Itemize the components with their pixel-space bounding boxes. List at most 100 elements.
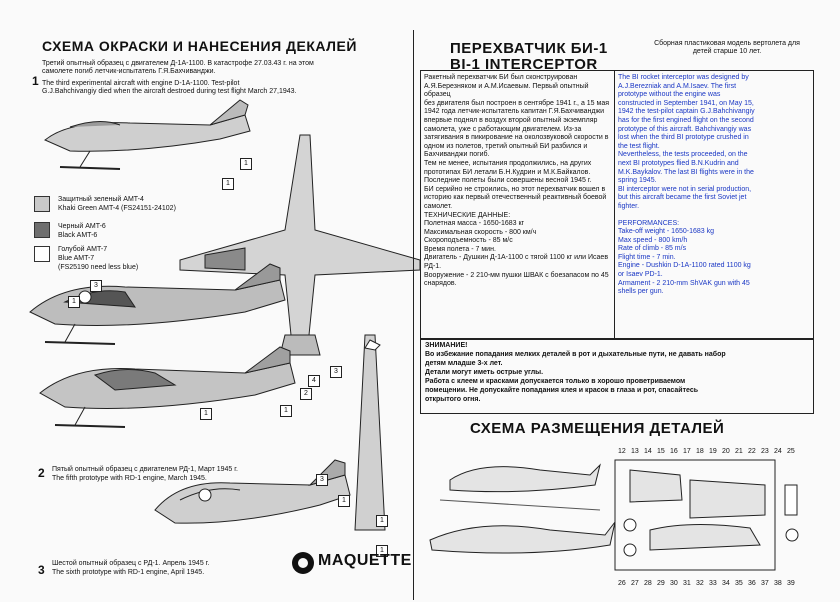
callout-box: 3 [330, 366, 342, 378]
legend-black-ru: Черный AMT-6 [58, 223, 106, 230]
description-ru-line: БИ серийно не строились, но этот перехва… [424, 185, 606, 193]
item-1-en-text-2: G.J.Bahchivangiy died when the aircraft … [42, 88, 297, 95]
description-ru-line: Тем не менее, испытания продолжились, на… [424, 159, 592, 167]
detail-number: 35 [735, 580, 743, 587]
detail-number: 19 [709, 448, 717, 455]
detail-number: 20 [722, 448, 730, 455]
description-en-line: but this aircraft became the first Sovie… [618, 194, 747, 202]
detail-number: 32 [696, 580, 704, 587]
description-en-line: Max speed - 800 km/h [618, 236, 688, 244]
detail-number: 25 [787, 448, 795, 455]
title-ru: ПЕРЕХВАТЧИК БИ-1 [450, 40, 608, 57]
legend-khaki-en: Khaki Green AMT-4 (FS24151-24102) [58, 205, 176, 212]
detail-number: 23 [761, 448, 769, 455]
warning-frame [420, 338, 814, 414]
detail-number: 26 [618, 580, 626, 587]
description-en-line: shells per gun. [618, 288, 664, 296]
warning-line: открытого огня. [425, 396, 481, 403]
panel-divider [413, 30, 414, 600]
item-2-en-text: The fifth prototype with RD-1 engine, Ma… [52, 475, 207, 482]
description-en-line: Nevertheless, the tests proceeded, on th… [618, 151, 748, 159]
legend-blue-en: Blue AMT-7 [58, 255, 95, 262]
description-en-line: 1942 the test-pilot captain G.J.Bahchiva… [618, 108, 755, 116]
description-ru-line: 1942 года летчик-испытатель капитан Г.Я.… [424, 108, 605, 116]
description-en-line: PERFORMANCES: [618, 219, 680, 227]
description-en-line: lost when the third BI prototype crushed… [618, 134, 749, 142]
description-ru-line: самолета, уже с работающим двигателем. И… [424, 125, 582, 133]
description-en-line: BI interceptor were not in serial produc… [618, 185, 752, 193]
description-ru-line: Время полета - 7 мин. [424, 245, 496, 253]
description-ru-line: А.Я.Березняком и А.М.Исаевым. Первый опы… [424, 82, 589, 99]
aircraft-1-side-view [44, 99, 251, 170]
item-1-ru-text: Третий опытный образец с двигателем Д-1А… [42, 60, 314, 75]
item-2-ru-text: Пятый опытный образец с двигателем РД-1,… [52, 466, 238, 473]
callout-box: 1 [200, 408, 212, 420]
legend-blue-en-note: (FS25190 need less blue) [58, 264, 139, 271]
callout-box: 1 [240, 158, 252, 170]
item-1-number: 1 [32, 74, 39, 88]
detail-number: 12 [618, 448, 626, 455]
tail-fin-view [354, 334, 386, 531]
description-ru-line: Двигатель - Душкин Д-1А-1100 с тягой 110… [424, 254, 609, 262]
description-ru-line: Полетная масса - 1650-1683 кг [424, 220, 525, 228]
description-en-line: Take-off weight - 1650-1683 kg [618, 228, 714, 236]
description-en-line: Rate of climb - 85 m/s [618, 245, 687, 253]
description-ru-line: одном из полетов, третий опытный БИ разб… [424, 142, 588, 150]
column-divider [614, 70, 615, 338]
callout-box: 1 [68, 296, 80, 308]
legend-swatch-blue [34, 246, 50, 262]
detail-number: 33 [709, 580, 717, 587]
brand-name: MAQUETTE [318, 552, 412, 569]
description-en-line: next BI prototypes flied B.N.Kudrin and [618, 159, 739, 167]
description-ru-line: самолет. [424, 202, 453, 210]
legend-swatch-khaki [34, 196, 50, 212]
description-en-line: the test flight. [618, 142, 660, 150]
detail-number: 30 [670, 580, 678, 587]
warning-line: Детали могут иметь острые углы. [425, 369, 544, 376]
detail-number: 37 [761, 580, 769, 587]
description-en-line: A.J.Berezniak and A.M.Isaev. The first [618, 82, 737, 90]
description-en-line: The BI rocket interceptor was designed b… [618, 74, 749, 81]
description-en-line: Engine - Dushkin D-1A-1100 rated 1100 kg [618, 262, 751, 270]
description-en-line: M.K.Baykalov. The last BI flights were i… [618, 168, 754, 176]
warning-line: детям младше 3-х лет. [425, 360, 503, 367]
legend-blue-ru: Голубой AMT-7 [58, 246, 108, 253]
description-ru-line: без двигателя был построен в сентябре 19… [424, 99, 610, 107]
callout-box: 1 [376, 515, 388, 527]
description-ru-line: Последние полеты были совершены весной 1… [424, 177, 592, 185]
detail-number: 24 [774, 448, 782, 455]
warning-line: ЗНИМАНИЕ! [425, 342, 468, 349]
detail-number: 13 [631, 448, 639, 455]
description-en-line: spring 1945. [618, 177, 657, 185]
description-en-line: constructed in September 1941, on May 15… [618, 99, 754, 107]
description-ru-line: Бахчиванджи погиб. [424, 151, 490, 159]
warning-line: Во избежание попадания мелких деталей в … [425, 351, 726, 358]
item-3-ru-text: Шестой опытный образец с РД-1. Апрель 19… [52, 560, 210, 567]
description-ru-line: Ракетный перехватчик БИ был сконструиров… [424, 74, 578, 81]
warning-line: помещении. Не допускайте попадания клея … [425, 387, 699, 394]
legend-swatch-black [34, 222, 50, 238]
detail-number: 31 [683, 580, 691, 587]
callout-box: 4 [308, 375, 320, 387]
detail-number: 14 [644, 448, 652, 455]
description-ru-line: Скороподъемность - 85 м/с [424, 237, 513, 245]
description-ru-line: историю как первый отечественный реактив… [424, 194, 607, 202]
title-en: BI-1 INTERCEPTOR [450, 56, 598, 73]
item-3-en-text: The sixth prototype with RD-1 engine, Ap… [52, 569, 205, 576]
maquette-logo [292, 552, 314, 574]
description-en-line: Armament - 2 210-mm ShVAK gun with 45 [618, 279, 750, 287]
description-ru-line: затягивания в пикирование на околозвуков… [424, 134, 609, 142]
detail-number: 38 [774, 580, 782, 587]
description-ru-line: Максимальная скорость - 800 км/ч [424, 228, 537, 236]
detail-number: 21 [735, 448, 743, 455]
detail-number: 18 [696, 448, 704, 455]
model-note: Сборная пластиковая модель вертолета для… [654, 40, 800, 55]
description-en-line: prototype of this aircraft. Bahchivangiy… [618, 125, 752, 133]
aircraft-3-side-view [39, 346, 296, 428]
callout-box: 3 [316, 474, 328, 486]
detail-number: 15 [657, 448, 665, 455]
legend-khaki-ru: Защитный зеленый AMT-4 [58, 196, 144, 203]
detail-number: 28 [644, 580, 652, 587]
detail-number: 36 [748, 580, 756, 587]
description-en-line: has for the first engined flight on the … [618, 116, 754, 124]
